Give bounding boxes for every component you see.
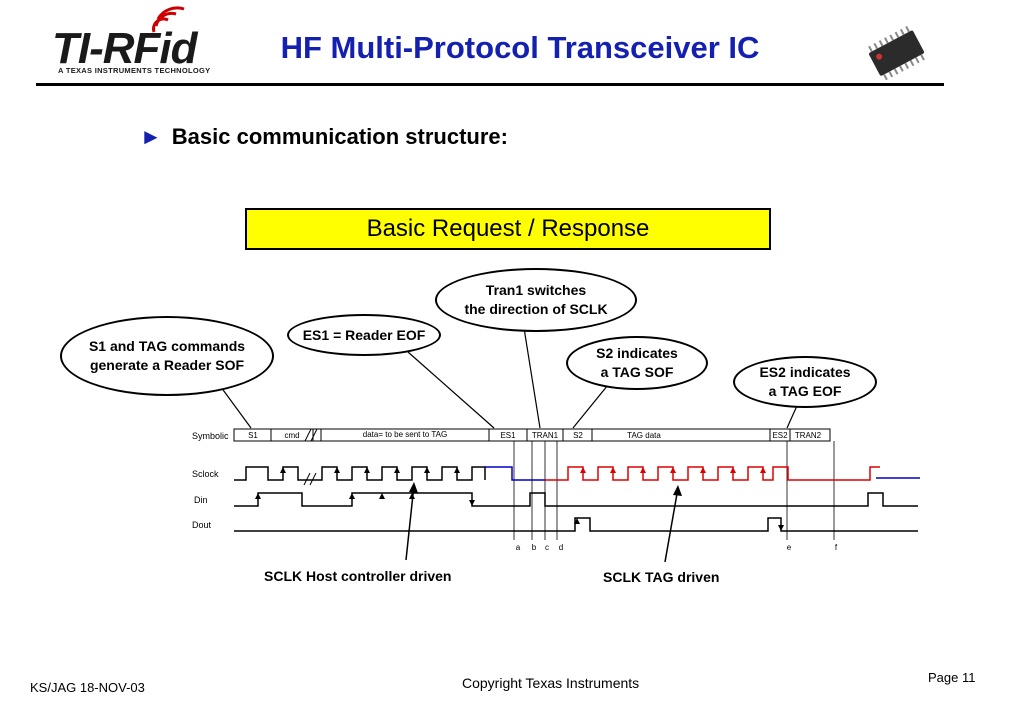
label-host-driven: SCLK Host controller driven: [264, 568, 452, 584]
row-label-sclock: Sclock: [192, 469, 219, 479]
logo-subtext: A TEXAS INSTRUMENTS TECHNOLOGY: [58, 66, 211, 75]
marker-c: c: [545, 543, 549, 552]
host-pointer-line: [405, 484, 415, 561]
row-label-din: Din: [194, 495, 208, 505]
diagram-banner: Basic Request / Response: [245, 208, 771, 250]
leader-es1: [407, 351, 495, 429]
label-tag-driven: SCLK TAG driven: [603, 569, 720, 585]
callout-tran1: Tran1 switches the direction of SCLK: [435, 268, 637, 332]
page-title: HF Multi-Protocol Transceiver IC: [280, 30, 760, 65]
marker-e: e: [787, 543, 792, 552]
footer-page-number: Page 11: [928, 670, 976, 685]
tag-pointer-arrow-icon: [673, 485, 682, 496]
host-pointer-arrow-icon: [409, 482, 418, 493]
dout-waveform: [234, 517, 918, 532]
callout-es1: ES1 = Reader EOF: [287, 314, 441, 356]
field-s2: S2: [573, 431, 583, 440]
callout-s2: S2 indicates a TAG SOF: [566, 336, 708, 390]
callout-es2: ES2 indicates a TAG EOF: [733, 356, 877, 408]
row-label-symbolic: Symbolic: [192, 431, 229, 441]
callout-sof: S1 and TAG commands generate a Reader SO…: [60, 316, 274, 396]
section-heading-text: Basic communication structure:: [171, 124, 508, 149]
marker-d: d: [559, 543, 563, 552]
field-cmd: cmd: [284, 431, 299, 440]
chip-icon: [868, 26, 925, 81]
field-tran2: TRAN2: [795, 431, 822, 440]
leader-sof: [217, 382, 252, 429]
tag-pointer-line: [664, 487, 679, 563]
din-waveform: [234, 492, 918, 507]
field-tran1: TRAN1: [532, 431, 559, 440]
sclock-host-blue: [485, 466, 545, 481]
field-es1: ES1: [500, 431, 516, 440]
sclock-tag-waveform: [545, 466, 880, 481]
marker-a: a: [516, 543, 521, 552]
row-label-dout: Dout: [192, 520, 212, 530]
sclock-host-waveform: [234, 466, 486, 481]
bullet-arrow-icon: ►: [140, 124, 162, 149]
footer-copyright: Copyright Texas Instruments: [462, 675, 640, 691]
field-tag-data: TAG data: [627, 431, 661, 440]
field-s1: S1: [248, 431, 258, 440]
leader-tran1: [523, 327, 541, 429]
marker-f: f: [835, 543, 838, 552]
header-divider: [36, 83, 944, 86]
leader-s2: [572, 379, 613, 429]
field-es2: ES2: [772, 431, 788, 440]
marker-b: b: [532, 543, 537, 552]
footer-author-date: KS/JAG 18-NOV-03: [30, 680, 145, 695]
wireless-signal-icon: [152, 6, 185, 33]
section-heading: ► Basic communication structure:: [140, 124, 508, 150]
field-data: data= to be sent to TAG: [363, 430, 447, 439]
logo-text: TI-RFid: [52, 24, 198, 73]
